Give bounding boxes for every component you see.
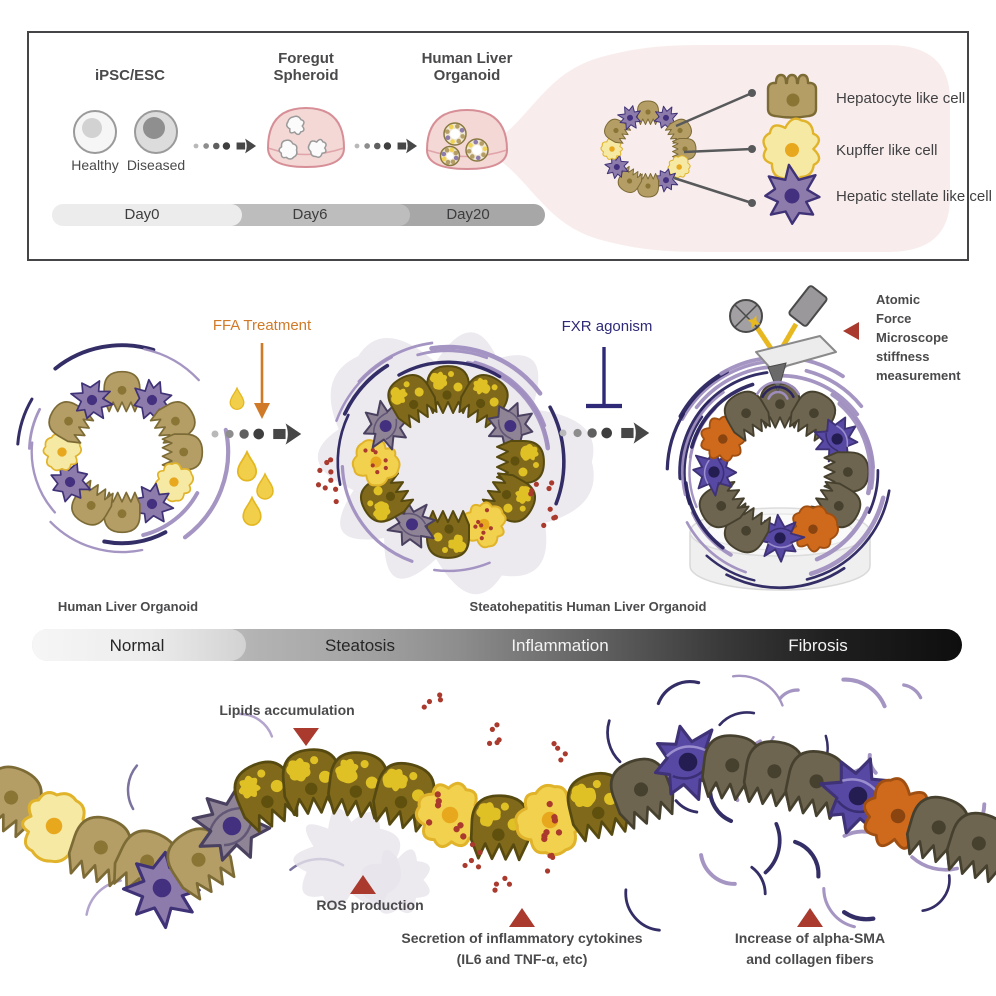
sma-label-line1: Increase of alpha-SMA <box>735 930 885 946</box>
healthy-label: Healthy <box>71 157 118 173</box>
timeline-label-day6: Day6 <box>292 206 327 223</box>
lipids-triangle-down <box>293 728 319 746</box>
afm-stiffness-label: Atomic Force Microscope stiffness measur… <box>876 290 961 385</box>
fxr-inhibition-symbol <box>586 347 622 406</box>
fxr-agonism-label: FXR agonism <box>562 318 653 335</box>
legend-label-hepatocyte: Hepatocyte like cell <box>836 90 965 107</box>
foregut-title: Foregut Spheroid <box>256 50 356 84</box>
hepatocyte-cell-icon <box>768 75 816 118</box>
ros-production-label: ROS production <box>316 897 423 913</box>
diseased-label: Diseased <box>127 157 185 173</box>
human-liver-organoid-dome <box>427 110 507 169</box>
sma-triangle-up <box>797 908 823 927</box>
timeline-label-day20: Day20 <box>446 206 489 223</box>
ipsc-title: iPSC/ESC <box>95 67 165 84</box>
timeline-label-day0: Day0 <box>124 206 159 223</box>
cytokines-label-line2: (IL6 and TNF-α, etc) <box>457 951 588 967</box>
healthy-organoid <box>18 345 228 552</box>
organoid-title: Human Liver Organoid <box>407 50 527 84</box>
sma-label-line2: and collagen fibers <box>746 951 874 967</box>
arrow-ipsc-to-foregut <box>194 139 256 154</box>
shlo-section-label: Steatohepatitis Human Liver Organoid <box>470 599 707 614</box>
cytokines-label-line1: Secretion of inflammatory cytokines <box>401 930 642 946</box>
cytokines-triangle-up <box>509 908 535 927</box>
legend-label-kupffer: Kupffer like cell <box>836 142 937 159</box>
foregut-spheroid <box>268 108 344 167</box>
stage-steatosis: Steatosis <box>325 636 395 656</box>
atomic-force-microscope <box>730 285 836 399</box>
stage-normal: Normal <box>110 636 165 656</box>
stage-inflammation: Inflammation <box>511 636 608 656</box>
legend-label-stellate: Hepatic stellate like cell <box>836 188 992 205</box>
cell-wave <box>0 719 996 929</box>
stage-fibrosis: Fibrosis <box>788 636 848 656</box>
hlo-section-label: Human Liver Organoid <box>58 599 198 614</box>
ffa-treatment-label: FFA Treatment <box>213 317 311 334</box>
ipsc-cells <box>74 111 177 153</box>
afm-pointer-triangle <box>843 322 859 340</box>
ffa-treatment-arrow <box>254 343 270 419</box>
arrow-foregut-to-organoid <box>355 139 417 154</box>
lipids-accumulation-label: Lipids accumulation <box>219 702 354 718</box>
